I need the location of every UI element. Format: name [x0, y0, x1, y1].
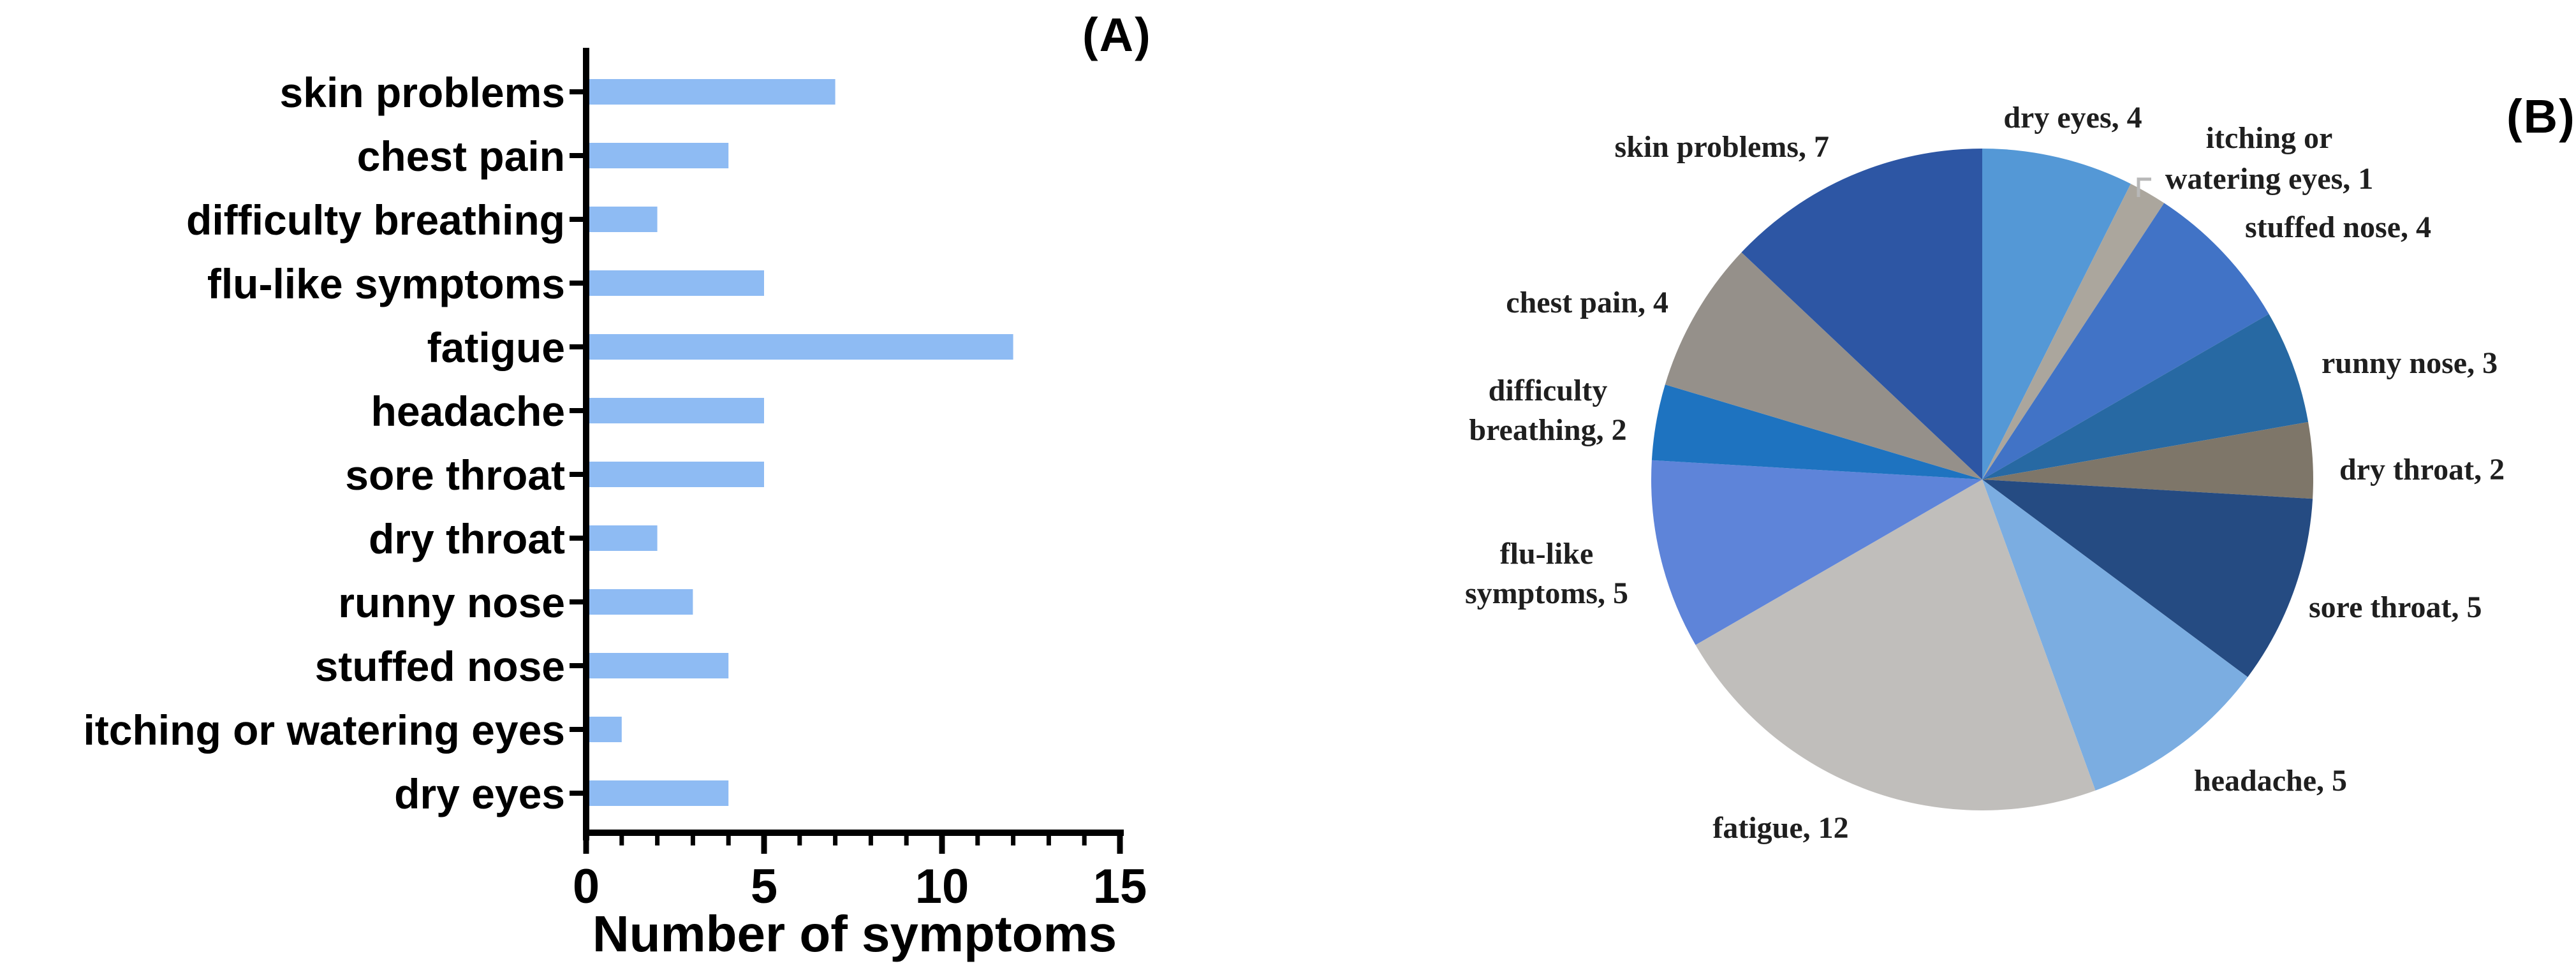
- category-label: runny nose: [338, 579, 565, 626]
- bar-sore-throat: [586, 462, 764, 487]
- bar-chest-pain: [586, 143, 729, 168]
- category-label: difficulty breathing: [186, 196, 565, 244]
- pie-slice-skin-problems: [1741, 149, 1982, 479]
- category-label: sore throat: [345, 451, 565, 499]
- pie-label-stuffed-nose: stuffed nose, 4: [2245, 210, 2431, 244]
- bar-skin-problems: [586, 79, 835, 105]
- pie-label-dry-eyes: dry eyes, 4: [2003, 101, 2142, 135]
- pie-label-sore-throat: sore throat, 5: [2309, 590, 2482, 624]
- category-label: fatigue: [427, 324, 565, 371]
- category-label: itching or watering eyes: [83, 706, 565, 754]
- bar-itching-or-watering-eyes: [586, 717, 622, 742]
- category-label: skin problems: [280, 69, 565, 116]
- bar-difficulty-breathing: [586, 207, 658, 232]
- category-label: stuffed nose: [315, 643, 565, 690]
- leader-line-itching-or-watering-eyes: [2137, 177, 2151, 197]
- pie-slice-sore-throat: [1982, 479, 2313, 677]
- pie-slice-runny-nose: [1982, 314, 2309, 479]
- pie-label-skin-problems: skin problems, 7: [1614, 130, 1829, 164]
- pie-slice-headache: [1982, 479, 2248, 791]
- bar-dry-throat: [586, 525, 658, 551]
- category-label: chest pain: [357, 133, 565, 180]
- pie-slice-stuffed-nose: [1982, 203, 2269, 479]
- x-tick-label: 5: [751, 860, 777, 914]
- pie-slice-flu-like-symptoms: [1651, 460, 1982, 645]
- pie-label-chest-pain: chest pain, 4: [1506, 286, 1668, 319]
- bar-headache: [586, 398, 764, 423]
- bar-flu-like-symptoms: [586, 270, 764, 296]
- x-tick-label: 15: [1093, 860, 1147, 914]
- bar-runny-nose: [586, 589, 693, 615]
- panel-b-label: (B): [2506, 90, 2576, 143]
- pie-label-runny-nose: runny nose, 3: [2322, 346, 2498, 380]
- panel-a-label: (A): [1082, 8, 1152, 61]
- category-label: dry throat: [369, 515, 565, 562]
- x-tick-label: 10: [915, 860, 969, 914]
- pie-slice-dry-eyes: [1982, 149, 2131, 479]
- pie-slice-difficulty-breathing: [1651, 384, 1982, 479]
- bar-dry-eyes: [586, 780, 729, 806]
- bar-fatigue: [586, 334, 1013, 360]
- pie-slice-fatigue: [1695, 479, 2096, 811]
- pie-label-headache: headache, 5: [2194, 764, 2347, 798]
- pie-slice-chest-pain: [1665, 252, 1982, 479]
- bar-chart-panel: skin problems chest pain difficulty breath…: [83, 48, 1147, 962]
- pie-slice-itching-or-watering-eyes: [1982, 184, 2165, 479]
- category-label: flu-like symptoms: [207, 260, 565, 307]
- bar-stuffed-nose: [586, 653, 729, 678]
- x-axis-title: Number of symptoms: [592, 905, 1117, 962]
- pie-slice-dry-throat: [1982, 421, 2313, 499]
- category-label: headache: [371, 388, 565, 435]
- category-label: dry eyes: [394, 770, 565, 817]
- x-tick-label: 0: [573, 860, 600, 914]
- pie-label-dry-throat: dry throat, 2: [2339, 453, 2505, 486]
- pie-label-fatigue: fatigue, 12: [1712, 811, 1848, 845]
